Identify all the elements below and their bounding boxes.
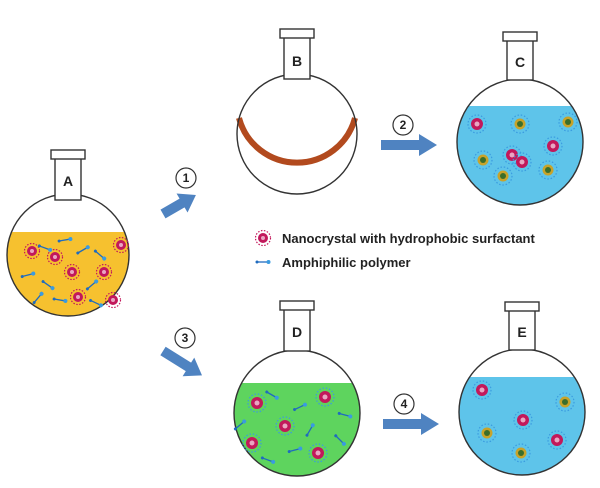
flask-e-lip	[504, 301, 540, 312]
flask-d-lip	[279, 300, 315, 311]
arrow-step-2	[381, 134, 437, 156]
arrow-step-1	[160, 193, 196, 219]
flask-a-label: A	[63, 173, 73, 189]
flask-a-lip	[50, 149, 86, 160]
flask-c: C	[456, 31, 584, 206]
step-2-badge	[392, 114, 414, 136]
flask-d-liquid	[234, 383, 360, 476]
step-3-badge	[174, 327, 196, 349]
legend-polymer-icon	[254, 259, 272, 265]
step-1-number: 1	[183, 171, 190, 185]
flask-d: D	[232, 300, 361, 477]
flask-b-body	[236, 73, 358, 195]
step-1-badge	[175, 167, 197, 189]
flask-d-label: D	[292, 324, 302, 340]
flask-a-neck	[54, 157, 82, 201]
flask-b-dried-film	[236, 117, 358, 166]
step-2: 2	[381, 114, 437, 156]
legend-polymer-text: Amphiphilic polymer	[282, 255, 411, 270]
flask-e-liquid	[459, 377, 585, 475]
arrow-step-3	[160, 346, 203, 377]
flask-e-label: E	[517, 324, 526, 340]
arrow-step-4	[383, 413, 439, 435]
flask-c-label: C	[515, 54, 525, 70]
flask-e-neck	[508, 309, 536, 351]
step-1: 1	[160, 167, 197, 219]
flask-c-lip	[502, 31, 538, 42]
step-4-number: 4	[401, 397, 408, 411]
flask-b: B	[236, 28, 358, 195]
step-3-number: 3	[182, 331, 189, 345]
flask-b-label: B	[292, 53, 302, 69]
legend-nanocrystal-icon	[254, 229, 272, 247]
step-4-badge	[393, 393, 415, 415]
flask-e: E	[458, 301, 586, 476]
flask-a: A	[6, 149, 130, 317]
flask-b-lip	[279, 28, 315, 39]
step-2-number: 2	[400, 118, 407, 132]
legend-nanocrystal-text: Nanocrystal with hydrophobic surfactant	[282, 231, 535, 246]
flask-d-neck	[283, 308, 311, 352]
step-4: 4	[383, 393, 439, 435]
legend: Nanocrystal with hydrophobic surfactant …	[254, 229, 535, 270]
step-3: 3	[160, 327, 203, 377]
